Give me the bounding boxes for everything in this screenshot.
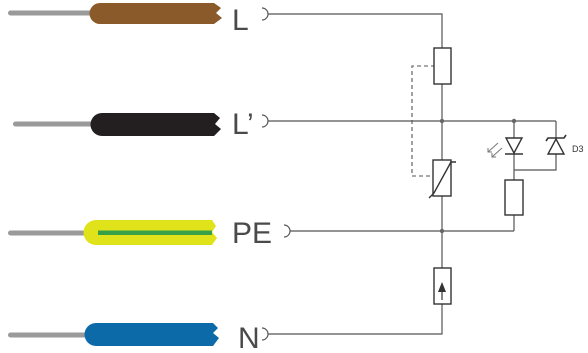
junction-dot <box>439 228 445 234</box>
arrow-up-icon <box>438 282 446 292</box>
wire-n <box>268 304 443 335</box>
terminal-label-n: N <box>238 322 260 353</box>
thermal-link-dashed <box>411 65 442 177</box>
cable-n <box>8 323 219 346</box>
cable-pe-stripe <box>98 230 212 235</box>
led-diode-triangle <box>504 137 524 155</box>
terminal-label-l-prime: L’ <box>232 108 254 141</box>
led-diode <box>504 137 524 155</box>
junction-dot <box>439 118 445 124</box>
cable-n-insulation <box>84 323 219 346</box>
wire-tvs-branch <box>514 121 557 171</box>
wire-l <box>268 13 443 48</box>
junction-dot <box>511 118 517 124</box>
cable-n-conductor <box>8 332 100 338</box>
cable-l-conductor <box>8 10 100 16</box>
cable-l-prime <box>13 113 221 136</box>
varistor <box>428 159 456 199</box>
cable-l-prime-conductor <box>13 121 105 127</box>
terminal-hook-pe <box>283 224 291 238</box>
spark-gap <box>433 267 452 305</box>
terminal-hook-l <box>261 7 269 21</box>
terminal-label-pe: PE <box>232 217 272 250</box>
cable-l-insulation <box>89 3 222 24</box>
resistor <box>504 179 524 216</box>
terminal-hook-l-prime <box>261 114 269 128</box>
tvs-diode-triangle <box>546 137 566 155</box>
led-arrows-icon <box>487 142 503 158</box>
varistor-stroke <box>428 161 456 199</box>
terminal-hook-n <box>261 327 269 341</box>
cable-l-prime-insulation <box>90 113 221 136</box>
tvs-diode-bar <box>545 134 567 142</box>
fuse <box>433 47 452 85</box>
cable-l <box>8 3 222 24</box>
terminal-label-l: L <box>232 4 249 37</box>
cable-pe-conductor <box>8 230 100 236</box>
tvs-diode <box>545 134 567 155</box>
tvs-diode-label: D3 <box>572 144 584 154</box>
cable-pe <box>8 220 217 245</box>
